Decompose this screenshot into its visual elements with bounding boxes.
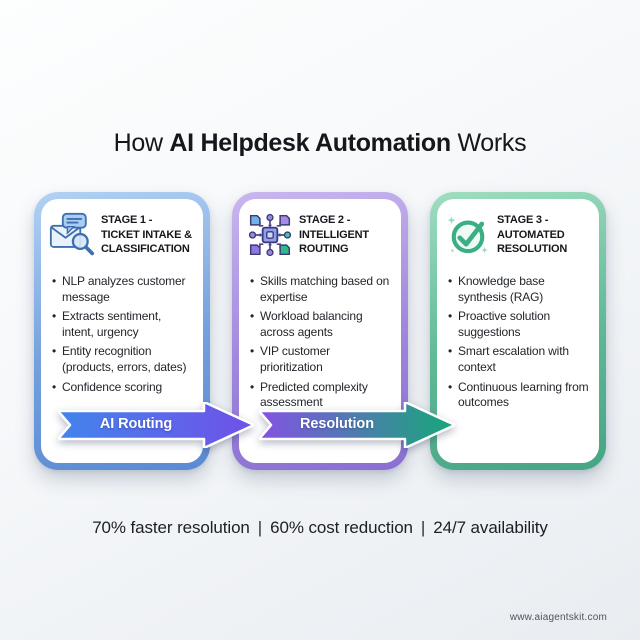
chip-routing-icon	[248, 213, 292, 257]
stage-card-1: STAGE 1 - TICKET INTAKE & CLASSIFICATION…	[34, 192, 210, 470]
checkmark-circle-icon	[447, 216, 488, 254]
bullet-item: Smart escalation with context	[448, 344, 591, 375]
bullet-item: Proactive solution suggestions	[448, 309, 591, 340]
bullet-item: Workload balancing across agents	[250, 309, 393, 340]
stat-faster-resolution: 70% faster resolution	[92, 518, 250, 537]
title-prefix: How	[113, 128, 170, 157]
bullet-item: VIP customer prioritization	[250, 344, 393, 375]
bullet-item: Extracts sentiment, intent, urgency	[52, 309, 195, 340]
stage-card-3: STAGE 3 - AUTOMATED RESOLUTION Knowledge…	[430, 192, 606, 470]
stage-3-heading: STAGE 3 - AUTOMATED RESOLUTION	[497, 213, 567, 257]
stage-1-bullet-list: NLP analyzes customer message Extracts s…	[49, 274, 195, 395]
bullet-item: Confidence scoring	[52, 380, 195, 396]
stage-2-header: STAGE 2 - INTELLIGENT ROUTING	[247, 212, 393, 258]
ai-routing-arrow-icon	[58, 402, 254, 448]
stage-1-heading-line: STAGE 1 -	[101, 214, 153, 227]
stage-3-heading-line: STAGE 3 -	[497, 214, 549, 227]
stage-3-heading-line: RESOLUTION	[497, 243, 568, 256]
stage-1-heading-line: TICKET INTAKE &	[101, 228, 192, 241]
bullet-item: Knowledge base synthesis (RAG)	[448, 274, 591, 305]
stat-availability: 24/7 availability	[433, 518, 548, 537]
website-url: www.aiagentskit.com	[509, 612, 607, 623]
resolution-arrow-icon	[259, 402, 455, 448]
stat-separator: |	[257, 518, 263, 537]
ai-routing-arrow-label: AI Routing	[99, 416, 173, 432]
stage-3-header: STAGE 3 - AUTOMATED RESOLUTION	[445, 212, 591, 258]
stage-2-heading-line: INTELLIGENT	[299, 228, 369, 241]
stage-card-1-body: STAGE 1 - TICKET INTAKE & CLASSIFICATION…	[41, 199, 203, 463]
title-emphasis: AI Helpdesk Automation	[169, 128, 451, 157]
stage-3-heading-line: AUTOMATED	[497, 228, 565, 241]
stats-line: 70% faster resolution | 60% cost reduction…	[0, 518, 640, 538]
stage-2-heading-line: ROUTING	[299, 243, 349, 256]
resolution-arrow-label: Resolution	[300, 416, 374, 432]
stat-cost-reduction: 60% cost reduction	[270, 518, 413, 537]
stat-separator: |	[420, 518, 426, 537]
stage-1-header: STAGE 1 - TICKET INTAKE & CLASSIFICATION	[49, 212, 195, 258]
stage-2-heading: STAGE 2 - INTELLIGENT ROUTING	[299, 213, 369, 257]
stage-3-bullet-list: Knowledge base synthesis (RAG) Proactive…	[445, 274, 591, 411]
page-title: How AI Helpdesk Automation Works	[0, 129, 640, 158]
stage-2-bullet-list: Skills matching based on expertise Workl…	[247, 274, 393, 411]
bullet-item: Continuous learning from outcomes	[448, 380, 591, 411]
stage-1-heading: STAGE 1 - TICKET INTAKE & CLASSIFICATION	[101, 213, 192, 257]
title-suffix: Works	[450, 128, 527, 157]
envelope-search-icon	[49, 212, 95, 256]
stage-2-heading-line: STAGE 2 -	[299, 214, 351, 227]
bullet-item: Skills matching based on expertise	[250, 274, 393, 305]
bullet-item: Predicted complexity assessment	[250, 380, 393, 411]
stage-card-3-body: STAGE 3 - AUTOMATED RESOLUTION Knowledge…	[437, 199, 599, 463]
bullet-item: NLP analyzes customer message	[52, 274, 195, 305]
stage-1-heading-line: CLASSIFICATION	[101, 243, 190, 256]
bullet-item: Entity recognition (products, errors, da…	[52, 344, 195, 375]
